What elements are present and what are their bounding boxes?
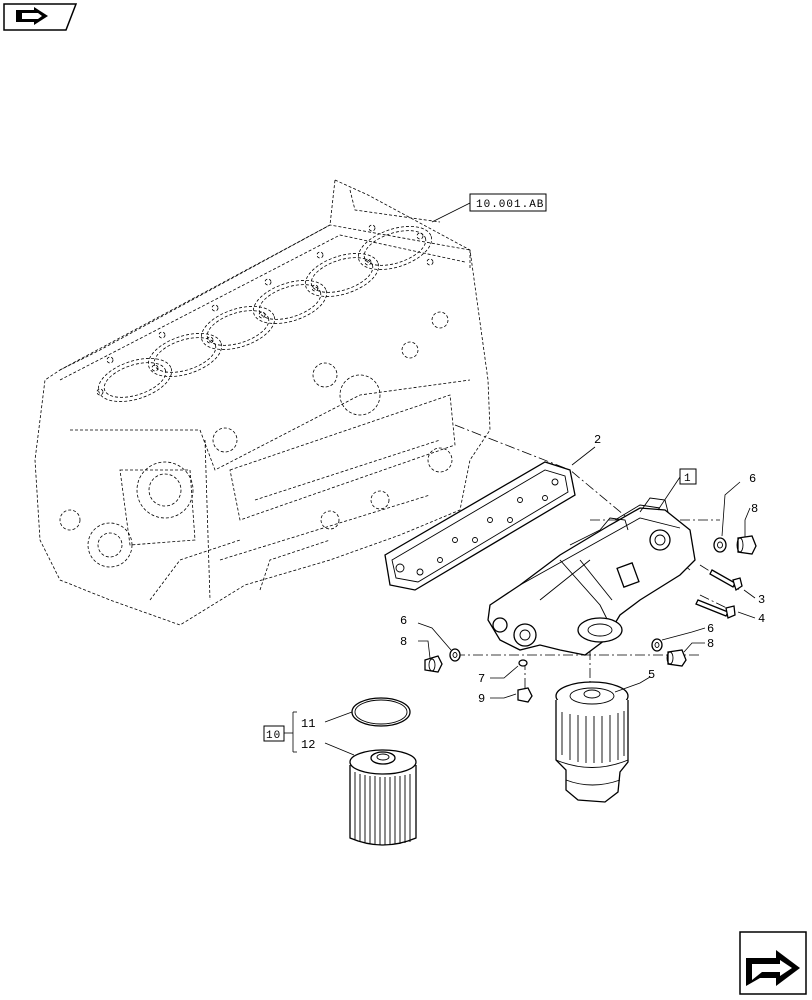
- gasket[interactable]: [384, 461, 576, 591]
- engine-block-reference[interactable]: 10.001.AB: [431, 193, 547, 223]
- engine-block: [34, 179, 491, 626]
- next-page-arrow-icon[interactable]: [739, 931, 807, 995]
- filter-housing[interactable]: [555, 681, 629, 803]
- washer-left[interactable]: [449, 648, 461, 662]
- callout-leaders: [324, 446, 756, 756]
- callout-12: 12: [301, 738, 315, 752]
- washer-7[interactable]: [518, 659, 528, 667]
- washer-center-right[interactable]: [651, 638, 663, 652]
- screw-4[interactable]: [695, 599, 736, 619]
- callout-5: 5: [648, 668, 655, 682]
- filter-element[interactable]: [349, 749, 417, 846]
- screw-3[interactable]: [709, 569, 743, 592]
- plug-9[interactable]: [517, 687, 533, 703]
- callout-3: 3: [758, 593, 765, 607]
- callout-8-left: 8: [400, 635, 407, 649]
- plug-left[interactable]: [424, 655, 443, 673]
- washer-upper-right[interactable]: [713, 537, 727, 553]
- callout-8-upper-right: 8: [751, 502, 758, 516]
- callout-labels: 2 3 4 5 6 8 6 8 6 8 7 9 11 12: [301, 433, 765, 752]
- engine-block-reference-label: 10.001.AB: [476, 199, 544, 211]
- callout-6-upper-right: 6: [749, 472, 756, 486]
- callout-2: 2: [594, 433, 601, 447]
- callout-9: 9: [478, 692, 485, 706]
- callout-6-center-right: 6: [707, 622, 714, 636]
- o-ring[interactable]: [351, 697, 411, 727]
- callout-8-center-right: 8: [707, 637, 714, 651]
- filter-group-reference[interactable]: 10: [263, 711, 297, 753]
- support-reference[interactable]: 1: [657, 468, 697, 511]
- back-arrow-icon[interactable]: [3, 3, 78, 31]
- oil-filter-support[interactable]: [487, 497, 696, 656]
- plug-center-right[interactable]: [666, 649, 687, 667]
- plug-upper-right[interactable]: [736, 535, 757, 555]
- callout-11: 11: [301, 717, 315, 731]
- callout-6-left: 6: [400, 614, 407, 628]
- support-reference-label: 1: [684, 473, 692, 485]
- callout-7: 7: [478, 672, 485, 686]
- filter-group-reference-label: 10: [266, 730, 281, 742]
- callout-4: 4: [758, 612, 765, 626]
